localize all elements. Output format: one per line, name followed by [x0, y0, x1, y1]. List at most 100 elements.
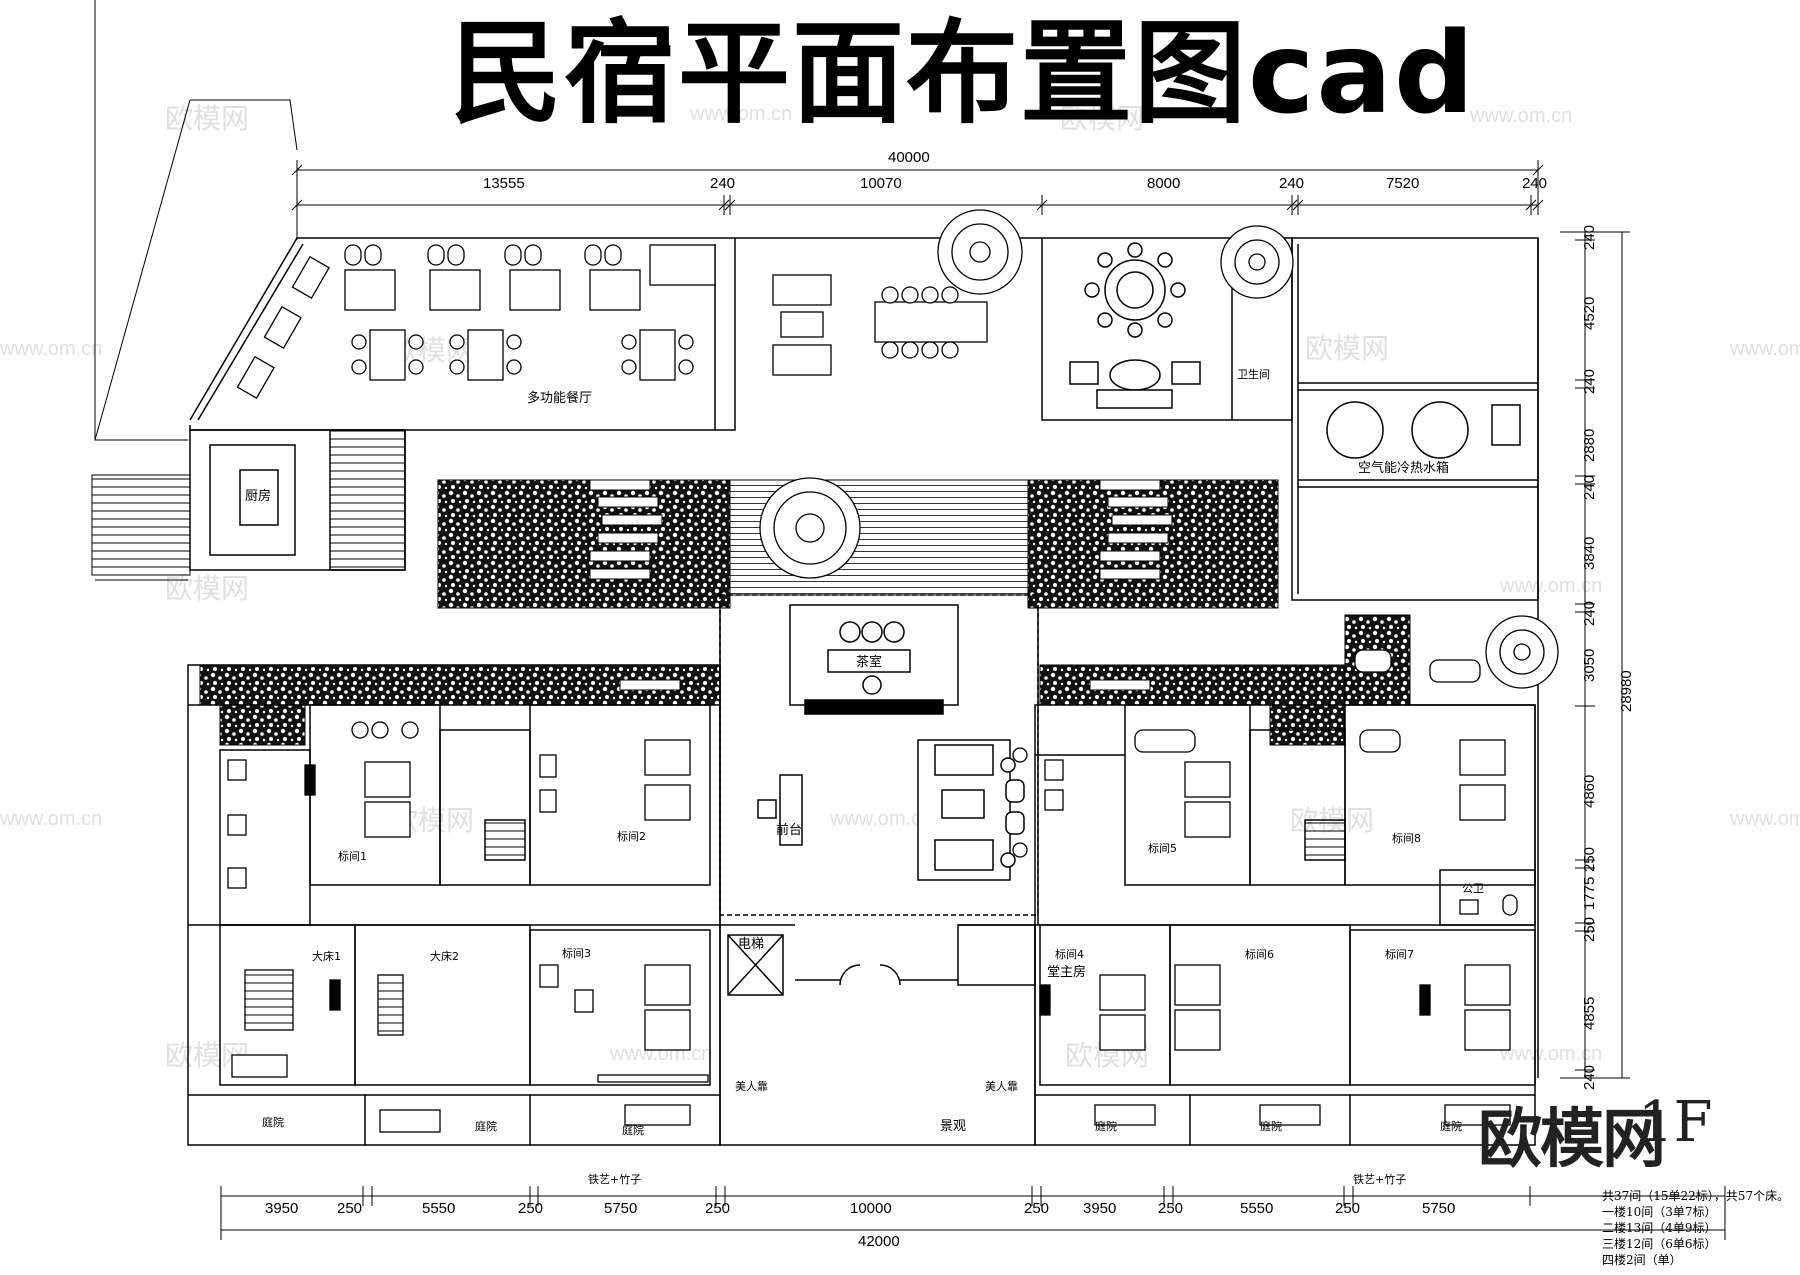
- dim-right: 240: [1581, 225, 1598, 250]
- dim-bottom: 250: [705, 1200, 730, 1217]
- dim-bottom: 10000: [850, 1200, 892, 1217]
- room-label-std3: 标间3: [562, 946, 591, 960]
- right-dim-labels: 240 4520 240 2880 240 3840 240 3050 4860…: [1581, 225, 1635, 1090]
- watermark: www.om.cn: [0, 808, 102, 830]
- watermark: www.om.cn: [1729, 808, 1800, 830]
- room-label-std7: 标间7: [1385, 947, 1414, 961]
- dim-right: 4520: [1581, 297, 1598, 330]
- tree-icon: [759, 209, 1559, 689]
- room-label-dining: 多功能餐厅: [527, 390, 592, 406]
- dim-bottom: 250: [337, 1200, 362, 1217]
- room-label-yard: 庭院: [1260, 1119, 1282, 1133]
- dim-right: 240: [1581, 369, 1598, 394]
- right-dimensions: [1560, 231, 1630, 1079]
- page-title: 民宿平面布置图cad: [450, 9, 1477, 139]
- exterior-left: [91, 0, 298, 581]
- room-label-std6: 标间6: [1245, 947, 1274, 961]
- dim-right: 240: [1581, 1065, 1598, 1090]
- room-label-view: 景观: [940, 1119, 966, 1134]
- room-label-std4: 标间4: [1055, 947, 1084, 961]
- room-label-fence: 铁艺+竹子: [1353, 1172, 1406, 1186]
- watermark: 欧模网: [1060, 102, 1144, 135]
- watermark: 欧模网: [165, 572, 249, 605]
- room-label-staff-wc: 卫生间: [1237, 367, 1270, 381]
- room-label-std1: 标间1: [338, 849, 367, 863]
- brand-watermark-logo: 欧模网: [1478, 1103, 1666, 1177]
- dim-top: 7520: [1386, 175, 1419, 192]
- room-label-std8: 标间8: [1392, 831, 1421, 845]
- note-line: 四楼2间（单）: [1602, 1253, 1682, 1267]
- private-dining-room: [1041, 237, 1293, 421]
- dim-right: 4860: [1581, 775, 1598, 808]
- note-line: 共37间（15单22标），共57个床。: [1602, 1189, 1790, 1203]
- dim-top: 13555: [483, 175, 525, 192]
- east-wing-furniture: [1012, 649, 1518, 1126]
- room-label-yard: 庭院: [475, 1119, 497, 1133]
- watermark: www.om.cn: [689, 103, 792, 125]
- room-label-elevator: 电梯: [738, 937, 764, 952]
- elevator: [727, 934, 958, 996]
- room-label-std2: 标间2: [617, 829, 646, 843]
- west-wing-furniture: [227, 721, 709, 1133]
- east-wing: [957, 704, 1536, 1146]
- west-wing: [187, 664, 721, 1146]
- dining-tables: [236, 244, 716, 399]
- dim-bottom: 250: [1335, 1200, 1360, 1217]
- top-dimensions: [291, 160, 1544, 240]
- dim-right: 2880: [1581, 429, 1598, 462]
- dim-right: 250: [1581, 847, 1598, 872]
- dim-right: 250: [1581, 917, 1598, 942]
- note-line: 三楼12间（6单6标）: [1602, 1237, 1717, 1251]
- dining-hall: [189, 237, 1042, 431]
- watermark: 欧模网: [165, 102, 249, 135]
- dim-top: 240: [1522, 175, 1547, 192]
- room-label-yard: 庭院: [262, 1115, 284, 1129]
- central-walls: [719, 605, 1039, 1146]
- dim-right: 4855: [1581, 997, 1598, 1030]
- dim-right-total: 28980: [1618, 670, 1635, 712]
- dim-top: 8000: [1147, 175, 1180, 192]
- room-label-kitchen: 厨房: [245, 488, 271, 504]
- dim-right: 240: [1581, 475, 1598, 500]
- dim-top: 240: [710, 175, 735, 192]
- room-label-water-tank: 空气能冷热水箱: [1358, 460, 1449, 476]
- dim-right: 1775: [1581, 877, 1598, 910]
- room-label-tea: 茶室: [856, 654, 882, 670]
- dim-right: 3050: [1581, 649, 1598, 682]
- dim-bottom: 5550: [422, 1200, 455, 1217]
- room-label-bench: 美人靠: [735, 1079, 768, 1093]
- dim-total-top: 40000: [888, 149, 930, 166]
- room-label-yard: 庭院: [1440, 1119, 1462, 1133]
- room-label-yard: 庭院: [622, 1123, 644, 1137]
- tea-room: [719, 594, 1039, 916]
- watermark: www.om.cn: [1499, 1043, 1602, 1065]
- dim-bottom: 3950: [265, 1200, 298, 1217]
- room-label-std5: 标间5: [1148, 841, 1177, 855]
- watermark: www.om.cn: [829, 808, 932, 830]
- watermark: www.om.cn: [1499, 575, 1602, 597]
- dim-bottom: 250: [1024, 1200, 1049, 1217]
- watermark: www.om.cn: [0, 338, 102, 360]
- room-label-public-wc: 公卫: [1462, 882, 1484, 895]
- dim-bottom: 5750: [604, 1200, 637, 1217]
- dim-bottom: 5550: [1240, 1200, 1273, 1217]
- room-label-big2: 大床2: [430, 949, 459, 963]
- dim-bottom: 250: [518, 1200, 543, 1217]
- floor-label: 1F: [1638, 1090, 1713, 1155]
- dim-top: 10070: [860, 175, 902, 192]
- bottom-dimensions: [220, 1186, 1726, 1240]
- room-label-big1: 大床1: [312, 949, 341, 963]
- dim-right: 3840: [1581, 537, 1598, 570]
- dim-bottom: 5750: [1422, 1200, 1455, 1217]
- dim-right: 240: [1581, 601, 1598, 626]
- lounge-area: [772, 274, 988, 376]
- kitchen-block: [189, 429, 406, 571]
- dim-total-bottom: 42000: [858, 1233, 900, 1250]
- watermark: www.om.cn: [1729, 338, 1800, 360]
- room-label-reception: 前台: [776, 822, 802, 838]
- watermark: www.om.cn: [1469, 105, 1572, 127]
- note-line: 二楼13间（4单9标）: [1602, 1221, 1717, 1235]
- room-label-yard: 庭院: [1095, 1119, 1117, 1133]
- note-line: 一楼10间（3单7标）: [1602, 1205, 1717, 1219]
